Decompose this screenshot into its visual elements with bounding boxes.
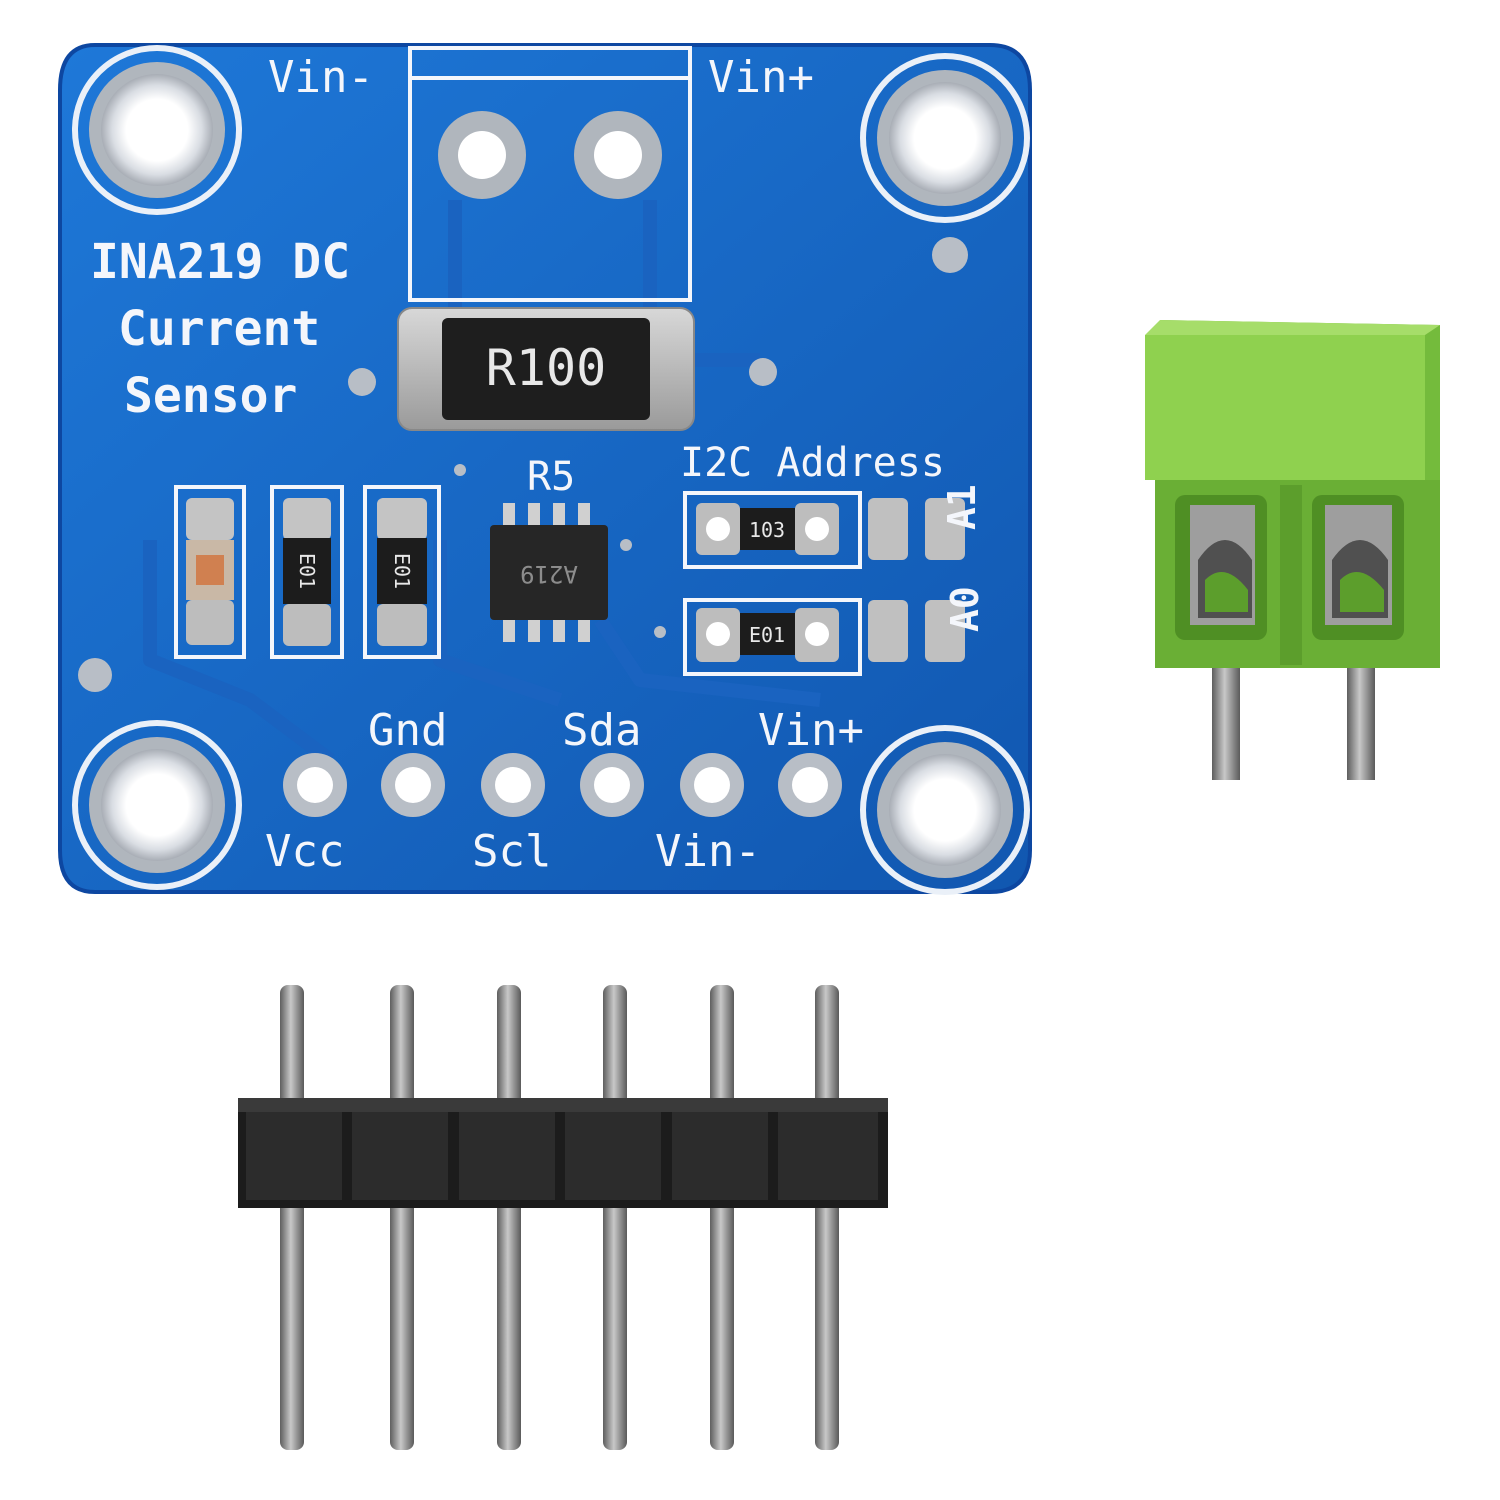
screw-terminal-block	[1145, 320, 1440, 780]
label-a1: A1	[940, 484, 984, 530]
pin-header-6	[238, 985, 888, 1450]
header-pads	[283, 753, 842, 817]
label-a0: A0	[943, 586, 987, 632]
mounting-hole-bottom-right	[860, 725, 1030, 895]
pcb-substrate	[58, 43, 1032, 894]
label-vin-minus-top: Vin-	[268, 52, 374, 103]
resistor-marking-4: E01	[749, 623, 785, 647]
pin-label-scl: Scl	[472, 826, 551, 877]
pin-label-vcc: Vcc	[265, 826, 344, 877]
pin-label-vin-plus: Vin+	[758, 705, 864, 756]
resistor-marking-2: E01	[390, 553, 414, 589]
board-title-line3: Sensor	[124, 368, 297, 424]
board-title-line2: Current	[118, 301, 320, 357]
address-resistor-a1: 103	[683, 491, 862, 569]
smd-capacitor	[174, 485, 246, 659]
header-segments	[246, 1112, 878, 1200]
pin-label-gnd: Gnd	[368, 705, 447, 756]
ina219-pcb: Vin- Vin+ INA219 DC Current Sensor R100 …	[58, 43, 1032, 895]
shunt-marking: R100	[486, 339, 606, 397]
pin-label-sda: Sda	[562, 705, 641, 756]
label-vin-plus-top: Vin+	[708, 52, 814, 103]
smd-resistor-1: E01	[270, 485, 344, 659]
address-solder-jumpers	[868, 498, 965, 662]
ina219-ic: A219	[490, 503, 608, 642]
smd-resistor-2: E01	[363, 485, 441, 659]
address-resistor-a0: E01	[683, 598, 862, 676]
label-r5: R5	[527, 454, 575, 500]
terminal-footprint	[408, 46, 692, 302]
vias	[78, 237, 968, 692]
mounting-hole-bottom-left	[72, 720, 242, 890]
ic-marking: A219	[520, 560, 578, 588]
mounting-hole-top-right	[860, 53, 1030, 223]
label-i2c-address: I2C Address	[680, 440, 945, 486]
mounting-hole-top-left	[72, 45, 242, 215]
resistor-marking-1: E01	[295, 553, 319, 589]
board-title-line1: INA219 DC	[90, 234, 350, 290]
shunt-resistor: R100	[397, 307, 695, 431]
resistor-marking-3: 103	[749, 518, 785, 542]
pin-label-vin-minus: Vin-	[655, 826, 761, 877]
header-pins	[280, 985, 839, 1450]
